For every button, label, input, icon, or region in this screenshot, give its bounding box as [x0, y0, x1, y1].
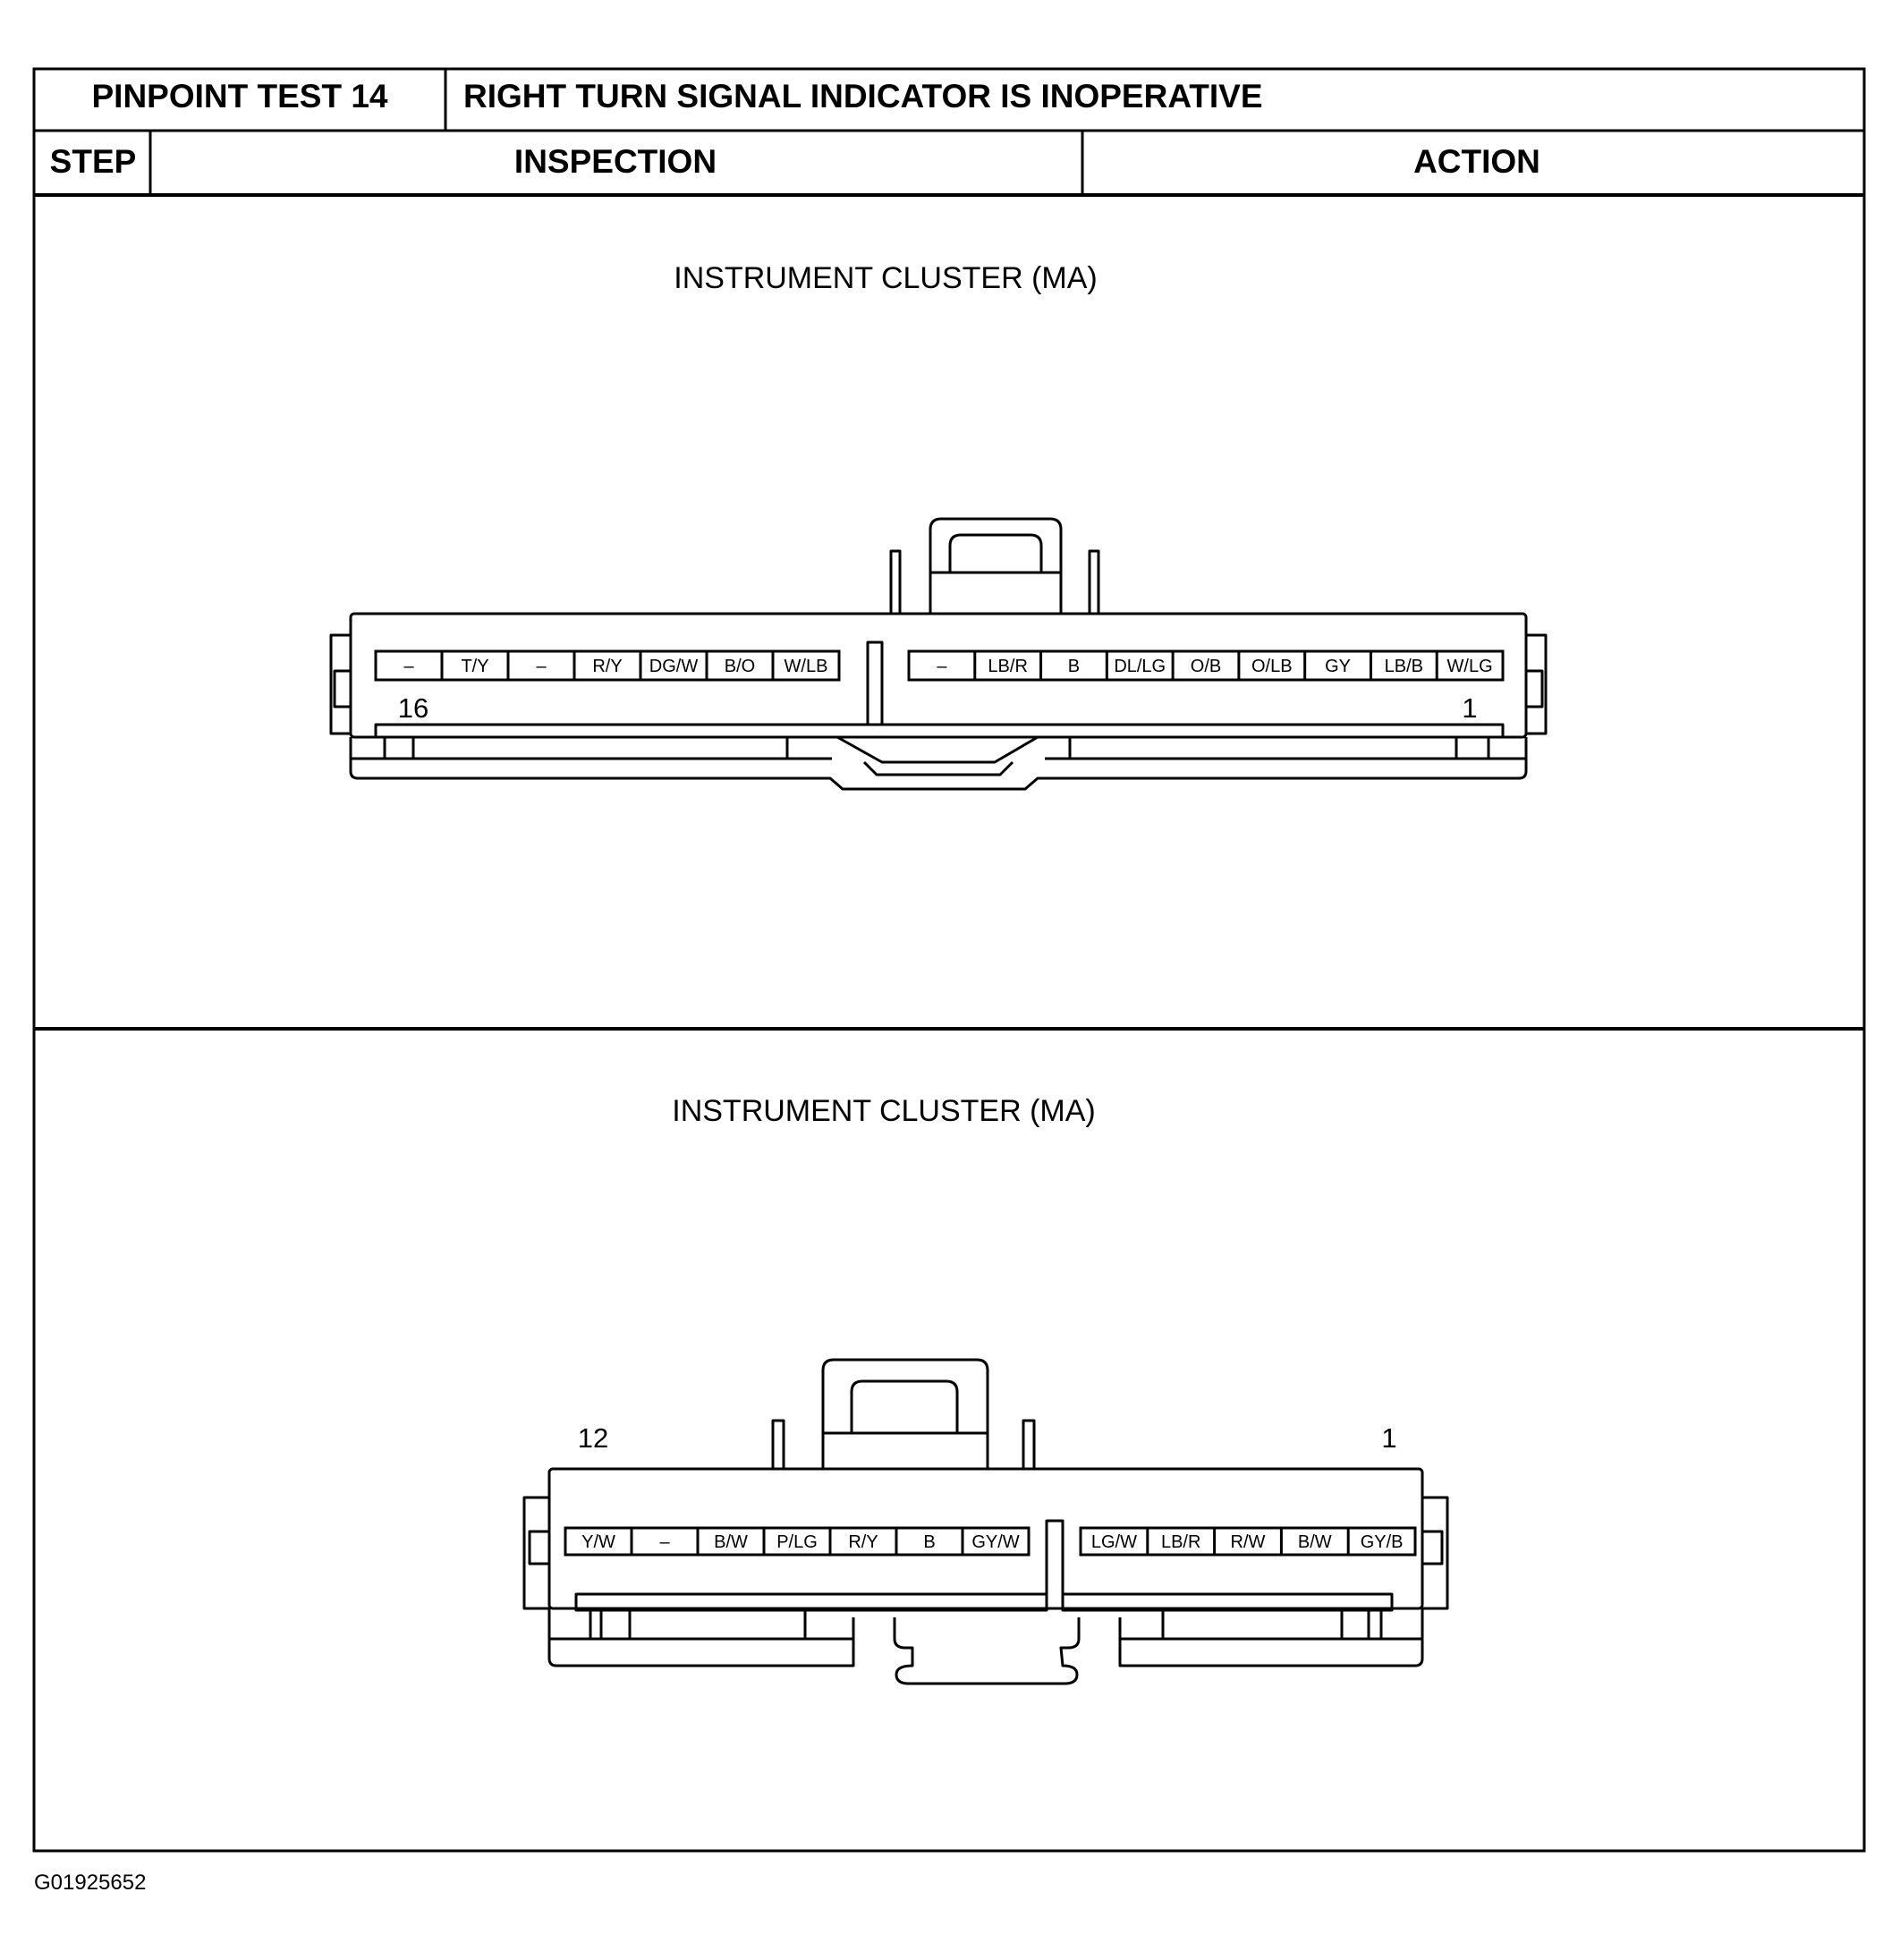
pin-label: B/W [1298, 1532, 1332, 1552]
pin-label: GY/W [971, 1532, 1019, 1552]
pin-label: R/W [1231, 1532, 1266, 1552]
pin-label: P/LG [776, 1532, 818, 1552]
pin-label: B/W [714, 1532, 748, 1552]
pin-label: O/B [1191, 657, 1221, 676]
pin-label: LB/B [1385, 657, 1423, 676]
pin-label: W/LG [1447, 657, 1493, 676]
test-id: PINPOINT TEST 14 [91, 78, 387, 115]
pin-label: O/LB [1251, 657, 1293, 676]
connector-a-pin-number-right: 1 [1462, 692, 1477, 724]
pin-label: GY [1325, 657, 1351, 676]
connector-a-right-pin-row: – LB/R B DL/LG O/B O/LB GY LB/B W/LG [907, 649, 1505, 682]
pin-row-outline [907, 649, 1505, 682]
pin-label: LB/R [1161, 1532, 1200, 1552]
connector-a-drawing [329, 517, 1548, 791]
pin-label: DL/LG [1114, 657, 1166, 676]
connector-a-pin-number-left: 16 [398, 692, 428, 724]
pin-label: T/Y [461, 657, 488, 676]
pin-label: W/LB [785, 657, 828, 676]
column-header-inspection: INSPECTION [514, 143, 717, 180]
pin-label: – [659, 1532, 670, 1552]
pin-label: R/Y [848, 1532, 878, 1552]
page-title: RIGHT TURN SIGNAL INDICATOR IS INOPERATI… [463, 78, 1263, 115]
column-header-action: ACTION [1413, 143, 1540, 180]
connector-b-right-pin-row: LG/W LB/R R/W B/W GY/B [1079, 1526, 1417, 1557]
pin-row-outline [1079, 1526, 1417, 1557]
pin-label: B/O [725, 657, 755, 676]
pin-label: B [1068, 657, 1080, 676]
pin-label: – [937, 657, 947, 676]
pin-row-outline [564, 1526, 1031, 1557]
pin-label: LB/R [988, 657, 1027, 676]
pin-label: – [403, 657, 414, 676]
pin-label: – [536, 657, 547, 676]
pin-label: GY/B [1361, 1532, 1404, 1552]
column-header-step: STEP [50, 143, 137, 180]
table-frame [32, 67, 1866, 1853]
connector-b-pin-number-right: 1 [1381, 1422, 1396, 1454]
pin-label: LG/W [1091, 1532, 1137, 1552]
connector-a-caption: INSTRUMENT CLUSTER (MA) [674, 261, 1098, 295]
connector-b-drawing [522, 1358, 1449, 1685]
connector-b-left-pin-row: Y/W – B/W P/LG R/Y B GY/W [564, 1526, 1031, 1557]
pin-label: B [923, 1532, 935, 1552]
connector-b-pin-number-left: 12 [578, 1422, 608, 1454]
figure-id: G01925652 [34, 1871, 146, 1895]
connector-a-left-pin-row: – T/Y – R/Y DG/W B/O W/LB [374, 649, 841, 682]
pin-row-outline [374, 649, 841, 682]
pin-label: R/Y [592, 657, 622, 676]
pin-label: Y/W [581, 1532, 615, 1552]
pin-label: DG/W [649, 657, 699, 676]
connector-b-caption: INSTRUMENT CLUSTER (MA) [672, 1094, 1096, 1128]
